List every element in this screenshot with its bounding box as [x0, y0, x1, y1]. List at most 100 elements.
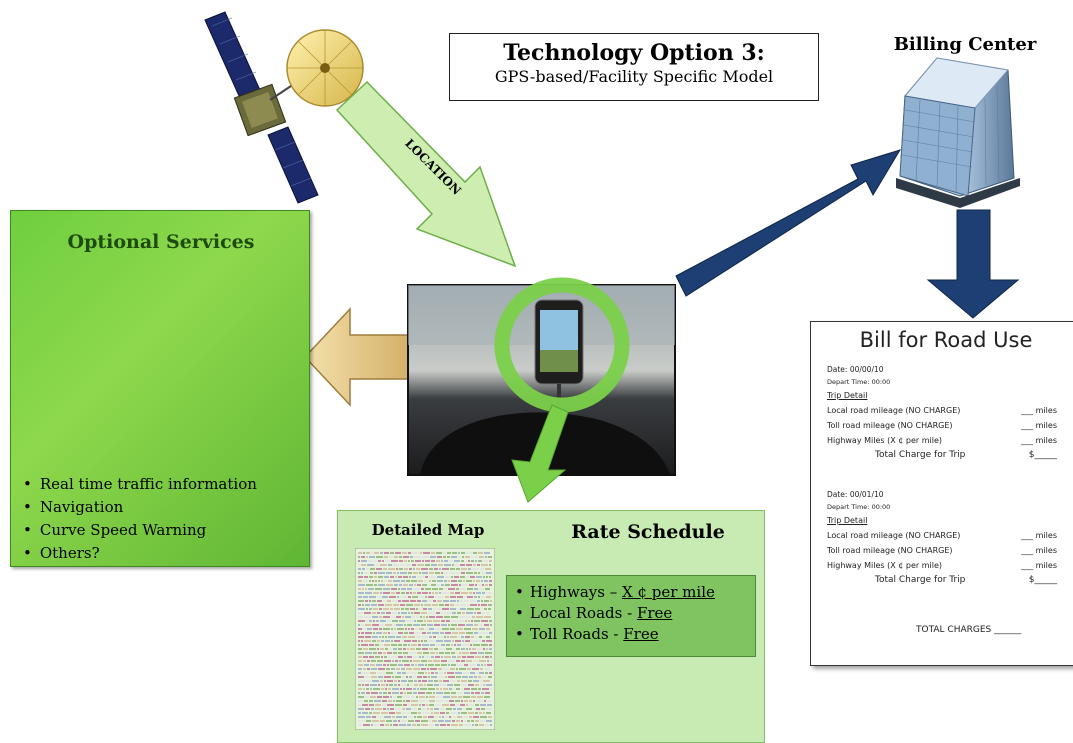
map-texture: [376, 632, 382, 634]
map-texture: [413, 624, 420, 626]
map-texture: [373, 628, 378, 630]
map-texture: [474, 620, 480, 622]
map-texture: [369, 556, 375, 558]
map-texture: [486, 720, 492, 722]
map-texture: [399, 584, 402, 586]
map-texture: [422, 680, 427, 682]
map-texture: [373, 688, 380, 690]
map-texture: [478, 688, 481, 690]
map-texture: [469, 592, 472, 594]
map-texture: [387, 704, 394, 706]
map-texture: [442, 628, 449, 630]
title-subtitle: GPS-based/Facility Specific Model: [494, 67, 774, 86]
map-texture: [471, 692, 474, 694]
map-texture: [421, 660, 427, 662]
map-texture: [365, 684, 369, 686]
map-texture: [427, 620, 432, 622]
map-texture: [374, 700, 381, 702]
map-texture: [475, 684, 479, 686]
map-texture: [479, 632, 485, 634]
map-texture: [450, 604, 454, 606]
map-texture: [442, 716, 444, 718]
map-texture: [407, 672, 409, 674]
map-texture: [462, 676, 468, 678]
map-texture: [477, 648, 482, 650]
map-texture: [475, 636, 478, 638]
map-texture: [484, 668, 490, 670]
map-texture: [481, 604, 487, 606]
map-texture: [477, 564, 480, 566]
map-texture: [408, 704, 410, 706]
map-texture: [472, 568, 479, 570]
title-box: Technology Option 3: GPS-based/Facility …: [449, 33, 819, 101]
map-texture: [441, 644, 445, 646]
map-texture: [408, 680, 413, 682]
map-texture: [358, 564, 360, 566]
map-texture: [421, 612, 427, 614]
map-texture: [482, 592, 485, 594]
map-texture: [409, 652, 416, 654]
map-texture: [391, 592, 395, 594]
map-texture: [429, 700, 435, 702]
map-texture: [393, 564, 399, 566]
map-texture: [488, 716, 492, 718]
map-texture: [394, 608, 400, 610]
map-texture: [358, 656, 362, 658]
map-texture: [411, 696, 415, 698]
map-texture: [422, 712, 424, 714]
map-texture: [358, 720, 365, 722]
map-texture: [375, 564, 379, 566]
map-texture: [460, 588, 466, 590]
map-texture: [426, 700, 428, 702]
map-texture: [403, 576, 408, 578]
map-texture: [428, 600, 432, 602]
map-texture: [390, 696, 392, 698]
map-texture: [458, 696, 462, 698]
map-texture: [369, 596, 376, 598]
map-texture: [385, 724, 389, 726]
map-texture: [451, 644, 453, 646]
map-texture: [393, 724, 398, 726]
map-texture: [429, 616, 435, 618]
map-texture: [371, 676, 377, 678]
map-texture: [467, 668, 471, 670]
map-texture: [364, 612, 371, 614]
map-texture: [476, 592, 481, 594]
map-texture: [439, 588, 443, 590]
map-texture: [384, 656, 387, 658]
map-texture: [403, 652, 408, 654]
map-texture: [394, 584, 398, 586]
map-texture: [483, 712, 485, 714]
map-texture: [358, 580, 362, 582]
down-arrow: [926, 209, 1020, 319]
map-texture: [448, 664, 450, 666]
map-texture: [473, 580, 475, 582]
trip-block-1: Date: 00/00/10 Depart Time: 00:00 Trip D…: [827, 364, 1057, 463]
map-texture: [461, 720, 463, 722]
map-texture: [362, 704, 368, 706]
trip-date: Date: 00/01/10: [827, 490, 884, 499]
map-texture: [412, 596, 418, 598]
map-texture: [434, 568, 438, 570]
map-texture: [464, 700, 468, 702]
map-texture: [363, 724, 370, 726]
map-texture: [448, 588, 455, 590]
map-texture: [490, 624, 492, 626]
map-texture: [477, 664, 480, 666]
map-texture: [370, 664, 375, 666]
map-texture: [485, 724, 489, 726]
map-texture: [456, 628, 463, 630]
map-texture: [385, 640, 390, 642]
map-texture: [484, 664, 486, 666]
map-texture: [467, 596, 473, 598]
map-texture: [444, 564, 451, 566]
map-texture: [481, 580, 483, 582]
map-texture: [490, 688, 492, 690]
map-texture: [437, 576, 444, 578]
map-texture: [366, 552, 370, 554]
map-texture: [484, 600, 489, 602]
map-texture: [402, 552, 407, 554]
map-texture: [478, 572, 480, 574]
map-texture: [410, 556, 413, 558]
map-texture: [371, 660, 376, 662]
